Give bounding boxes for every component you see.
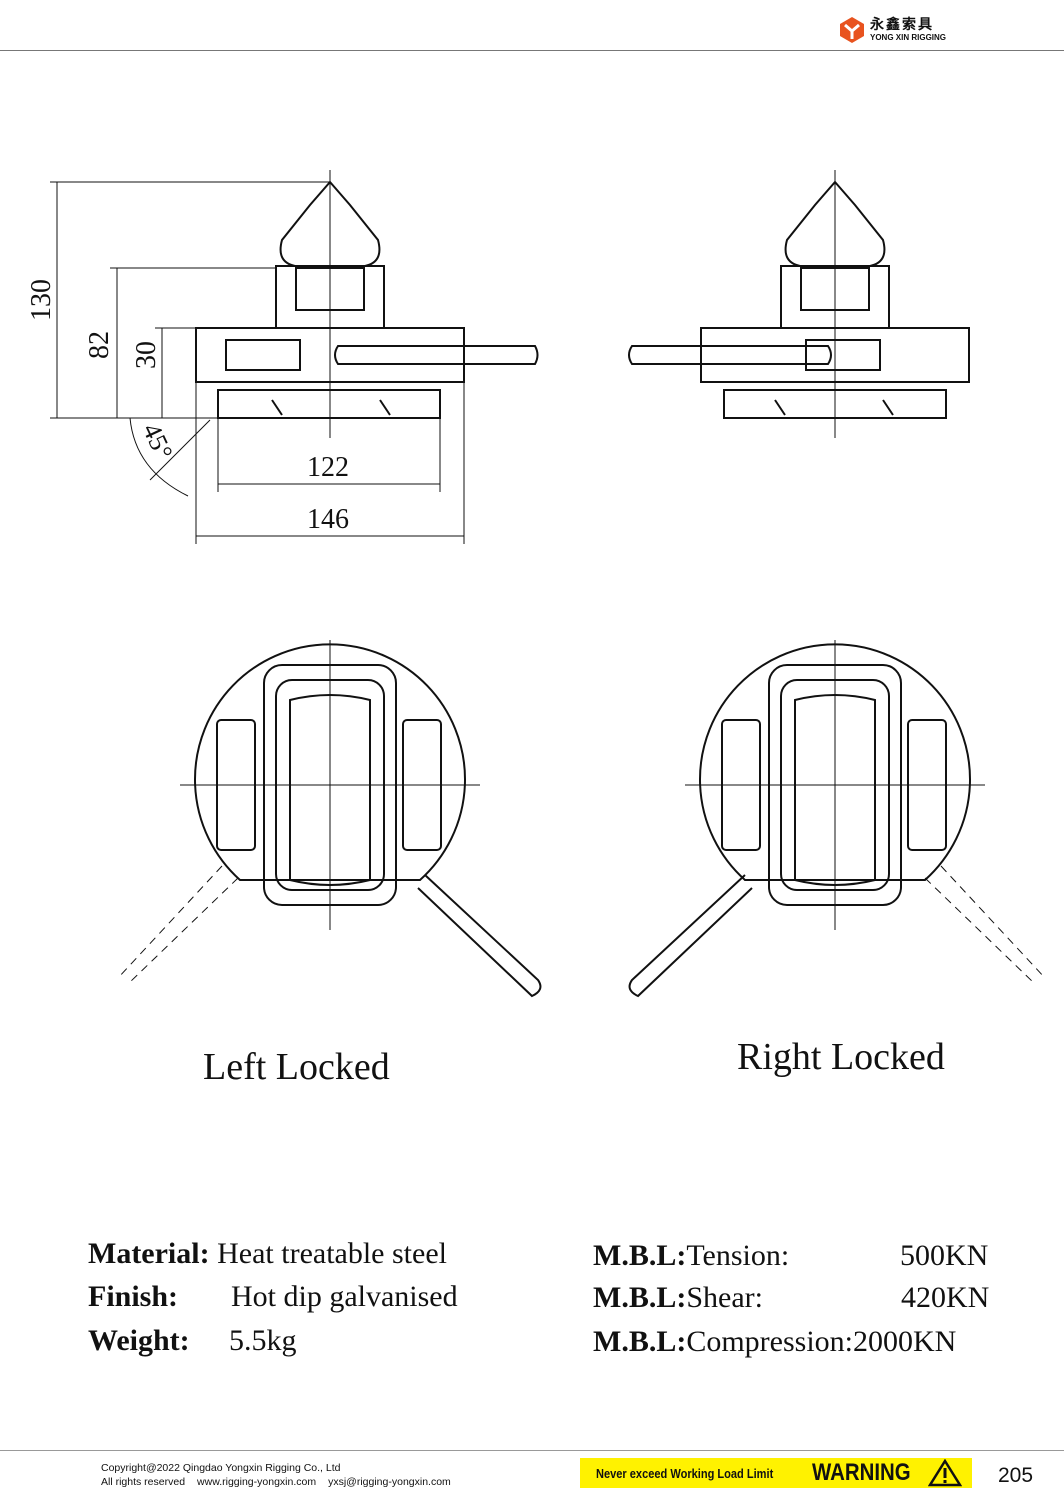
spec-mbl-tension: M.B.L:Tension: 500KN (593, 1239, 988, 1273)
spec-prefix: M.B.L: (593, 1281, 687, 1314)
warning-banner: Never exceed Working Load Limit WARNING (580, 1458, 972, 1488)
dim-122: 122 (307, 452, 349, 483)
email-link[interactable]: yxsj@rigging-yongxin.com (328, 1476, 451, 1488)
page-number: 205 (998, 1464, 1034, 1487)
brand-name-en: YONG XIN RIGGING (870, 33, 947, 42)
side-view-right (628, 170, 970, 438)
rights-text: All rights reserved (101, 1476, 186, 1488)
spec-label: Compression: (686, 1325, 853, 1358)
warning-note: Never exceed Working Load Limit (596, 1465, 774, 1481)
spec-value: 500KN (900, 1239, 989, 1272)
warning-triangle-icon (928, 1459, 962, 1487)
spec-weight: Weight: 5.5kg (88, 1324, 297, 1358)
website-link[interactable]: www.rigging-yongxin.com (197, 1476, 317, 1488)
brand-logo: 永鑫索具 YONG XIN RIGGING (838, 16, 946, 44)
spec-label: Material: (88, 1237, 210, 1270)
spec-value: 2000KN (853, 1325, 957, 1358)
spec-value: Hot dip galvanised (231, 1280, 458, 1313)
dim-82: 82 (84, 331, 115, 359)
spec-mbl-shear: M.B.L:Shear: 420KN (593, 1281, 989, 1315)
dim-30: 30 (131, 341, 162, 369)
warning-title: WARNING (812, 1459, 911, 1486)
footer-divider (0, 1450, 1064, 1451)
spec-value: Heat treatable steel (217, 1237, 447, 1270)
technical-drawing: 130 82 30 45° 122 146 (26, 170, 1046, 998)
top-view-right-locked (628, 640, 1046, 998)
side-view-left (195, 170, 539, 438)
spec-value: 420KN (901, 1281, 990, 1314)
spec-label: Weight: (88, 1324, 190, 1357)
dim-146: 146 (307, 504, 349, 535)
spec-material: Material: Heat treatable steel (88, 1237, 447, 1271)
spec-value: 5.5kg (229, 1324, 297, 1357)
spec-label: Tension: (686, 1239, 790, 1272)
dim-130: 130 (26, 279, 57, 321)
logo-hexagon-icon (840, 17, 864, 43)
dimension-lines (50, 181, 465, 544)
footer-copyright: Copyright@2022 Qingdao Yongxin Rigging C… (101, 1461, 463, 1489)
top-view-left-locked (117, 640, 542, 998)
header-divider (0, 50, 1064, 51)
copyright-text: Copyright@2022 Qingdao Yongxin Rigging C… (101, 1462, 341, 1474)
caption-left-locked: Left Locked (203, 1046, 390, 1088)
spec-finish: Finish: Hot dip galvanised (88, 1280, 458, 1314)
spec-label: Finish: (88, 1280, 179, 1313)
spec-prefix: M.B.L: (593, 1239, 687, 1272)
spec-label: Shear: (686, 1281, 763, 1314)
spec-mbl-compression: M.B.L:Compression:2000KN (593, 1325, 956, 1359)
spec-prefix: M.B.L: (593, 1325, 687, 1358)
brand-name-cn: 永鑫索具 (870, 17, 934, 33)
caption-right-locked: Right Locked (737, 1036, 945, 1078)
